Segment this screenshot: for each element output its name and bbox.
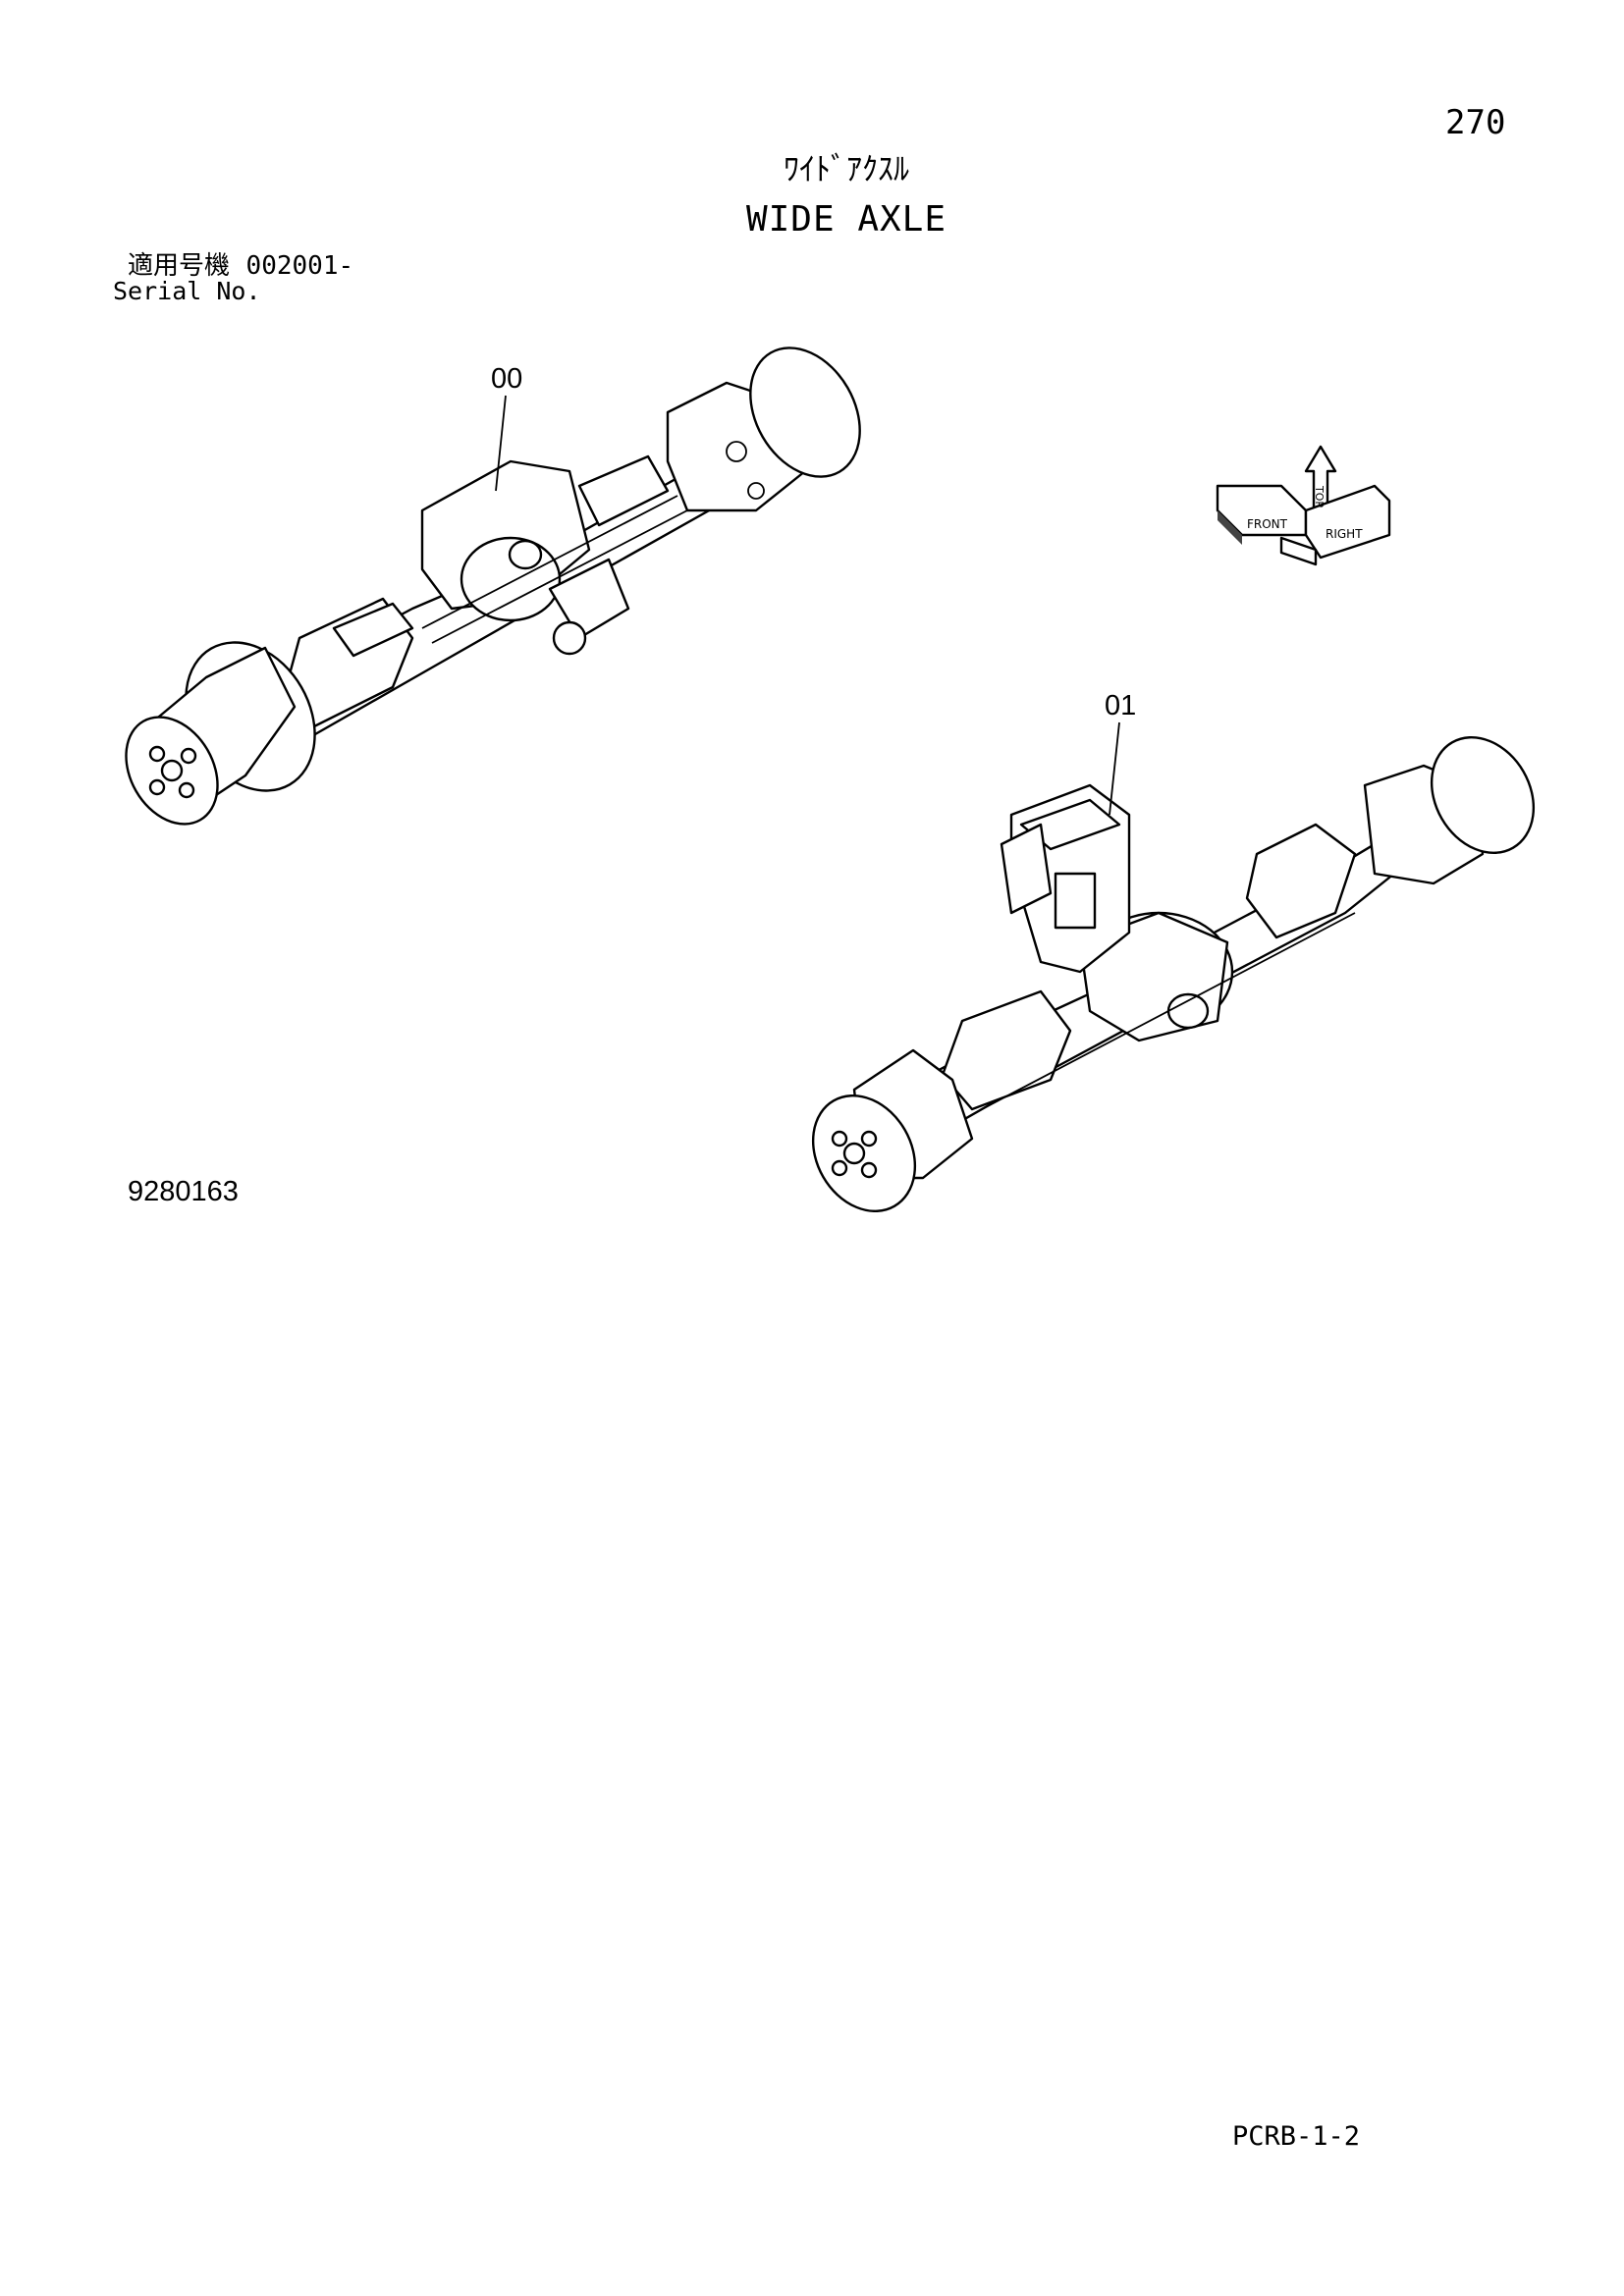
orientation-front-label: FRONT	[1247, 517, 1288, 531]
callout-00-leader	[495, 395, 507, 492]
rear-axle-illustration	[811, 735, 1536, 1213]
orientation-top-label: TOP	[1313, 485, 1326, 507]
callout-rear-axle: 01	[1105, 690, 1137, 721]
serial-label-jp-text: 適用号機	[128, 251, 231, 281]
drawing-number: 9280163	[128, 1176, 239, 1207]
callout-front-axle: 00	[491, 363, 523, 395]
page-code: PCRB-1-2	[1232, 2121, 1361, 2152]
page-title: WIDE AXLE	[745, 199, 947, 240]
orientation-right-label: RIGHT	[1326, 527, 1363, 541]
front-axle-illustration	[125, 347, 861, 826]
orientation-indicator-icon: FRONT RIGHT TOP	[1216, 445, 1391, 566]
page-title-japanese: ﾜｲﾄﾞｱｸｽﾙ	[783, 150, 909, 187]
serial-label-japanese: 適用号機 002001-	[128, 253, 353, 279]
callout-01-leader	[1109, 721, 1120, 816]
page-number: 270	[1445, 103, 1506, 142]
serial-value: 002001-	[245, 251, 354, 281]
serial-label-english: Serial No.	[113, 277, 261, 305]
